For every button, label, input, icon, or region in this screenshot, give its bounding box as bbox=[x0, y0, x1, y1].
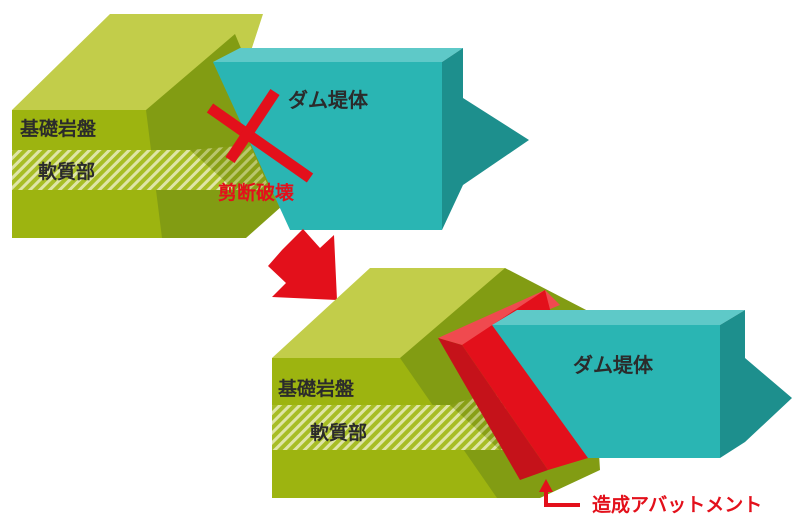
shear-failure-label: 剪断破壊 bbox=[218, 181, 295, 204]
bottom-bedrock-top-surface bbox=[272, 268, 505, 358]
bottom-dam-side bbox=[720, 310, 792, 458]
bottom-dam-label: ダム堤体 bbox=[573, 353, 654, 377]
abutment-front bbox=[438, 338, 548, 480]
abutment-label: 造成アバットメント bbox=[592, 493, 762, 516]
top-soft-layer bbox=[12, 150, 235, 190]
top-dam-label: ダム堤体 bbox=[288, 88, 369, 112]
abutment-pointer-icon bbox=[539, 479, 580, 507]
bottom-soft-layer bbox=[272, 405, 500, 450]
top-soft-layer-label: 軟質部 bbox=[38, 160, 95, 183]
top-dam-side bbox=[442, 48, 529, 230]
top-dam-top bbox=[213, 48, 463, 62]
bottom-soft-layer-label: 軟質部 bbox=[310, 421, 367, 444]
failure-x-icon bbox=[206, 88, 314, 183]
bottom-dam-front bbox=[492, 325, 720, 458]
top-soft-layer-slope bbox=[190, 145, 270, 190]
top-bedrock-label: 基礎岩盤 bbox=[19, 117, 97, 140]
bottom-bedrock-label: 基礎岩盤 bbox=[277, 377, 355, 400]
down-arrow-icon bbox=[268, 229, 337, 300]
top-figure: 基礎岩盤 軟質部 ダム堤体 剪断破壊 bbox=[12, 14, 529, 238]
bottom-dam-top bbox=[492, 310, 745, 325]
bottom-figure: 基礎岩盤 軟質部 ダム堤体 造成アバットメント bbox=[272, 268, 792, 516]
